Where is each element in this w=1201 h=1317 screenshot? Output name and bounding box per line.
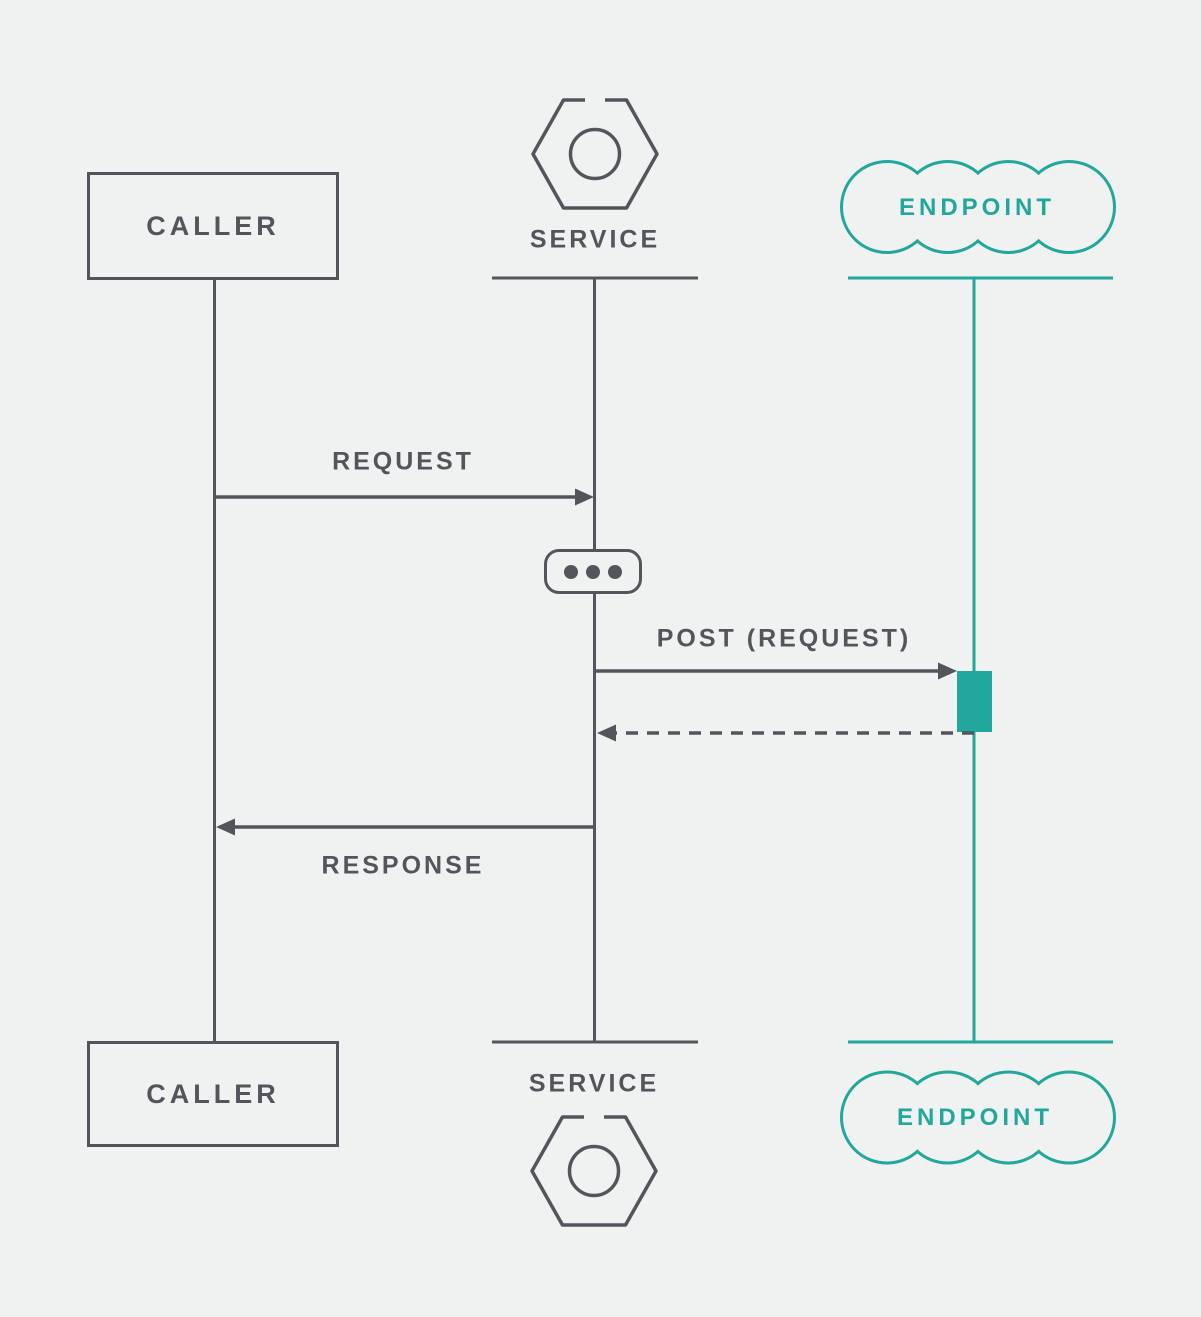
request-message-label: REQUEST — [332, 447, 474, 476]
endpoint-label-bottom: ENDPOINT — [896, 1104, 1054, 1131]
service-label-bottom: SERVICE — [528, 1069, 660, 1098]
caller-box-bottom: CALLER — [87, 1041, 339, 1147]
post-request-message-label: POST (REQUEST) — [656, 624, 912, 653]
caller-box-top: CALLER — [87, 172, 339, 280]
ellipsis-icon — [544, 549, 642, 594]
ellipsis-dot — [608, 564, 622, 579]
post-request-arrow — [595, 662, 957, 680]
ellipsis-dot — [586, 564, 600, 579]
request-arrow — [214, 488, 594, 506]
caller-label-top: CALLER — [146, 210, 280, 241]
response-arrow — [216, 818, 595, 836]
post-reply-arrowhead — [597, 724, 616, 742]
post-request-arrowhead — [938, 662, 957, 680]
request-arrowhead — [575, 488, 594, 506]
service-hexagon-nut-icon-bottom — [530, 1115, 658, 1227]
endpoint-label-top: ENDPOINT — [898, 194, 1056, 221]
response-arrowhead — [216, 818, 235, 836]
service-label-top: SERVICE — [529, 225, 661, 254]
service-hexagon-nut-icon-top — [531, 98, 659, 210]
caller-label-bottom: CALLER — [146, 1078, 280, 1109]
response-message-label: RESPONSE — [321, 851, 485, 880]
endpoint-cloud-bottom — [840, 1070, 1116, 1165]
endpoint-activation-bar — [957, 671, 992, 732]
ellipsis-dot — [564, 564, 578, 579]
endpoint-cloud-top — [840, 160, 1116, 254]
post-reply-dashed-arrow — [597, 724, 974, 742]
